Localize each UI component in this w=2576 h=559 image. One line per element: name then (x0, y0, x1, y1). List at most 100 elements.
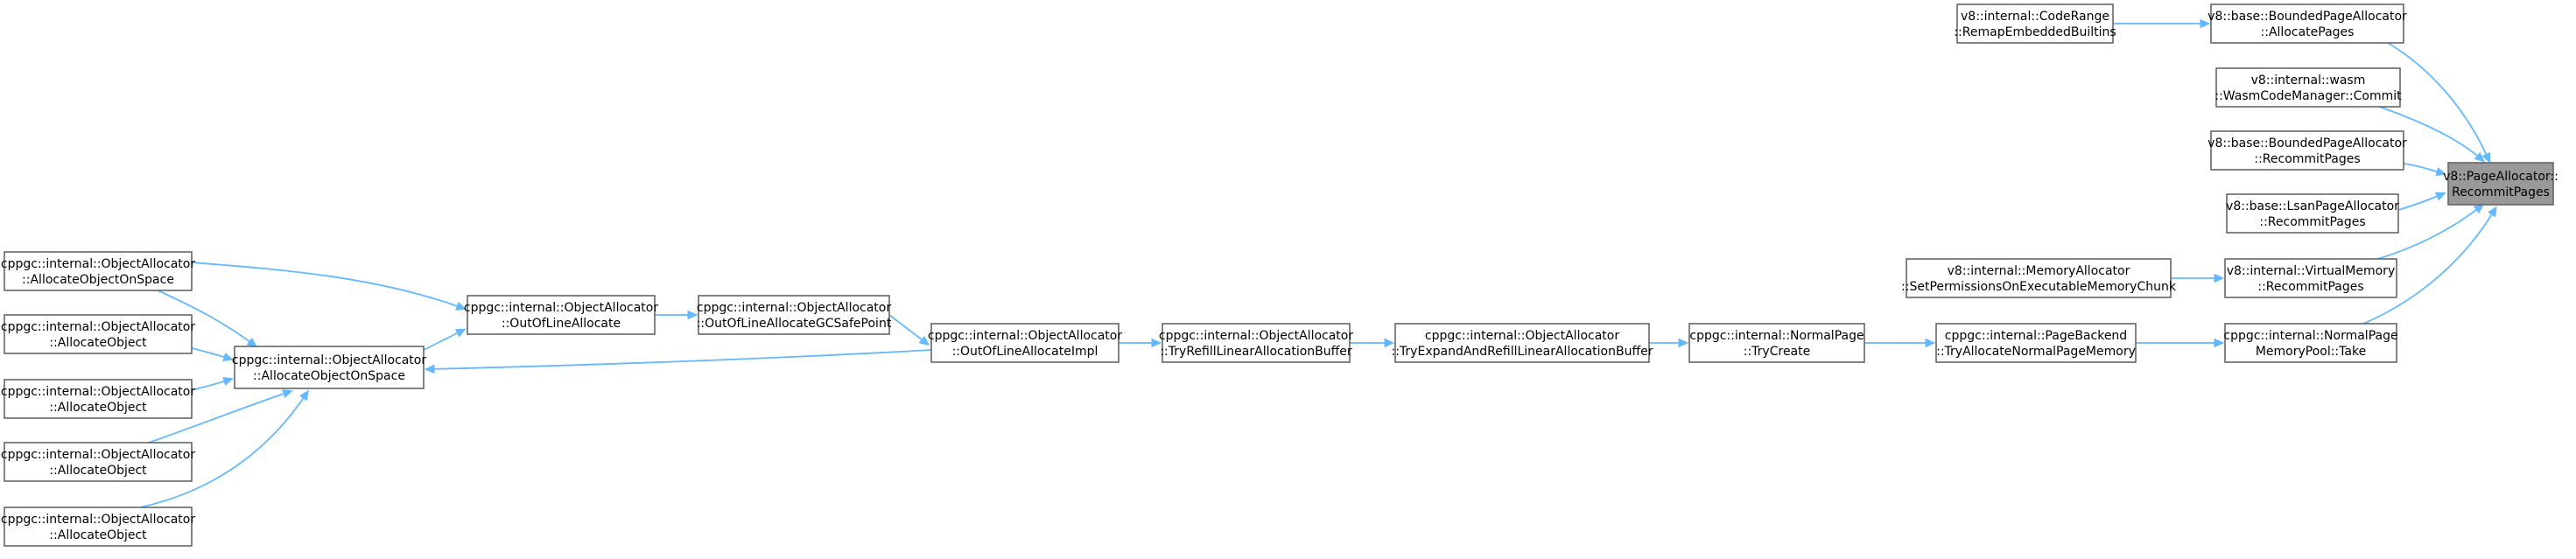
arrowhead-icon (2473, 203, 2485, 214)
edge-bpa_alloc-to-root (2387, 42, 2489, 160)
edge-pool_take-to-root (2362, 209, 2495, 325)
arrowhead-icon (687, 310, 698, 320)
node-label-line: ::TryAllocateNormalPageMemory (1936, 345, 2136, 359)
node-label-line: ::OutOfLineAllocateGCSafePoint (697, 317, 892, 331)
edge-oa_onspace_left-to-oa_outofline (191, 262, 463, 309)
arrowhead-icon (222, 353, 234, 362)
node-oa_obj1[interactable]: cppgc::internal::ObjectAllocator::Alloca… (1, 314, 195, 354)
edge-oa_obj3-to-oa_onspace_mid (148, 391, 290, 444)
edge-oa_obj2-to-oa_onspace_mid (191, 379, 230, 391)
node-box[interactable] (1688, 323, 1865, 363)
node-label-line: ::TryCreate (1744, 345, 1811, 359)
node-memalloc[interactable]: v8::internal::MemoryAllocator::SetPermis… (1901, 258, 2177, 298)
node-box[interactable] (1906, 258, 2172, 298)
node-label-line: ::RecommitPages (2257, 280, 2363, 294)
node-oa_gcsafe[interactable]: cppgc::internal::ObjectAllocator::OutOfL… (697, 295, 892, 335)
node-oa_refill[interactable]: cppgc::internal::ObjectAllocator::TryRef… (1159, 323, 1353, 363)
node-label-line: ::AllocateObject (49, 401, 147, 415)
node-oa_impl[interactable]: cppgc::internal::ObjectAllocator::OutOfL… (928, 323, 1122, 363)
arrowhead-icon (2214, 273, 2225, 283)
node-oa_obj2[interactable]: cppgc::internal::ObjectAllocator::Alloca… (1, 379, 195, 419)
edge-oa_impl-to-oa_onspace_mid (428, 349, 932, 370)
node-label-line: v8::internal::CodeRange (1961, 10, 2109, 24)
node-label-line: v8::internal::VirtualMemory (2227, 264, 2395, 278)
node-oa_obj4[interactable]: cppgc::internal::ObjectAllocator::Alloca… (1, 507, 195, 547)
node-label-line: ::OutOfLineAllocateImpl (952, 345, 1098, 359)
edge-wasm-to-root (2378, 106, 2482, 160)
node-box[interactable] (2215, 67, 2401, 108)
node-wasm[interactable]: v8::internal::wasm::WasmCodeManager::Com… (2215, 67, 2402, 108)
edge-oa_obj1-to-oa_onspace_mid (191, 347, 230, 360)
node-label-line: ::AllocateObjectOnSpace (22, 273, 174, 287)
node-np_create[interactable]: cppgc::internal::NormalPage::TryCreate (1688, 323, 1865, 363)
arrowhead-icon (454, 328, 467, 338)
node-oa_onspace_mid[interactable]: cppgc::internal::ObjectAllocator::Alloca… (232, 346, 426, 389)
node-box[interactable] (1394, 323, 1650, 363)
arrowhead-icon (455, 301, 467, 311)
node-label-line: ::AllocateObject (49, 528, 147, 542)
edges-layer (139, 18, 2497, 508)
nodes-layer: v8::PageAllocator::RecommitPagesv8::base… (1, 3, 2558, 547)
node-label-line: ::RecommitPages (2259, 215, 2365, 229)
node-box[interactable] (2210, 130, 2404, 171)
node-label-line: ::AllocateObject (49, 336, 147, 350)
arrowhead-icon (1384, 338, 1395, 348)
node-box[interactable] (4, 379, 193, 419)
node-box[interactable] (1162, 323, 1351, 363)
node-coderange[interactable]: v8::internal::CodeRange::RemapEmbeddedBu… (1954, 3, 2116, 44)
arrowhead-icon (2474, 151, 2486, 163)
edge-oa_onspace_mid-to-oa_outofline (423, 330, 463, 351)
node-label-line: cppgc::internal::ObjectAllocator (1, 320, 195, 334)
node-label-line: RecommitPages (2452, 185, 2550, 199)
node-vm_recommit[interactable]: v8::internal::VirtualMemory::RecommitPag… (2224, 258, 2397, 298)
arrowhead-icon (1925, 338, 1936, 348)
node-label-line: cppgc::internal::ObjectAllocator (1, 385, 195, 399)
node-oa_expand[interactable]: cppgc::internal::ObjectAllocator::TryExp… (1392, 323, 1653, 363)
node-box[interactable] (234, 346, 425, 389)
node-box[interactable] (4, 507, 193, 547)
arrowhead-icon (918, 335, 930, 346)
node-box[interactable] (1956, 3, 2114, 44)
node-label-line: ::RecommitPages (2254, 152, 2360, 166)
arrowhead-icon (246, 337, 258, 348)
node-bpa_alloc[interactable]: v8::base::BoundedPageAllocator::Allocate… (2207, 3, 2407, 44)
node-box[interactable] (467, 295, 656, 335)
node-label-line: cppgc::internal::ObjectAllocator (1425, 329, 1619, 343)
node-pb_try[interactable]: cppgc::internal::PageBackend::TryAllocat… (1935, 323, 2137, 363)
edge-bpa_recommit-to-root (2403, 163, 2443, 174)
node-label-line: cppgc::internal::NormalPage (1689, 329, 1864, 343)
node-oa_outofline[interactable]: cppgc::internal::ObjectAllocator::OutOfL… (464, 295, 658, 335)
node-box[interactable] (2224, 323, 2397, 363)
node-label-line: ::RemapEmbeddedBuiltins (1954, 25, 2116, 39)
node-label-line: cppgc::internal::ObjectAllocator (232, 353, 426, 367)
edge-oa_obj4-to-oa_onspace_mid (139, 393, 307, 508)
node-root[interactable]: v8::PageAllocator::RecommitPages (2443, 162, 2558, 206)
arrowhead-icon (2434, 192, 2446, 201)
node-box[interactable] (1935, 323, 2137, 363)
node-box[interactable] (2210, 3, 2404, 44)
node-box[interactable] (2224, 258, 2397, 298)
arrowhead-icon (2488, 206, 2497, 218)
node-bpa_recommit[interactable]: v8::base::BoundedPageAllocator::Recommit… (2207, 130, 2407, 171)
node-oa_obj3[interactable]: cppgc::internal::ObjectAllocator::Alloca… (1, 442, 195, 482)
arrowhead-icon (2200, 18, 2211, 29)
node-box[interactable] (4, 251, 193, 291)
node-box[interactable] (698, 295, 890, 335)
node-box[interactable] (2226, 193, 2399, 234)
node-label-line: cppgc::internal::ObjectAllocator (1, 257, 195, 271)
node-label-line: cppgc::internal::ObjectAllocator (697, 301, 891, 315)
node-label-line: ::AllocatePages (2261, 25, 2355, 39)
node-pool_take[interactable]: cppgc::internal::NormalPageMemoryPool::T… (2223, 323, 2398, 363)
node-box[interactable] (2447, 162, 2554, 206)
node-box[interactable] (4, 442, 193, 482)
node-box[interactable] (930, 323, 1120, 363)
arrowhead-icon (2214, 338, 2225, 348)
node-box[interactable] (4, 314, 193, 354)
node-label-line: cppgc::internal::ObjectAllocator (928, 329, 1122, 343)
node-label-line: ::TryRefillLinearAllocationBuffer (1160, 345, 1352, 359)
node-lsan[interactable]: v8::base::LsanPageAllocator::RecommitPag… (2226, 193, 2399, 234)
node-oa_onspace_left[interactable]: cppgc::internal::ObjectAllocator::Alloca… (1, 251, 195, 291)
edge-oa_gcsafe-to-oa_impl (888, 314, 927, 344)
node-label-line: cppgc::internal::NormalPage (2223, 329, 2397, 343)
